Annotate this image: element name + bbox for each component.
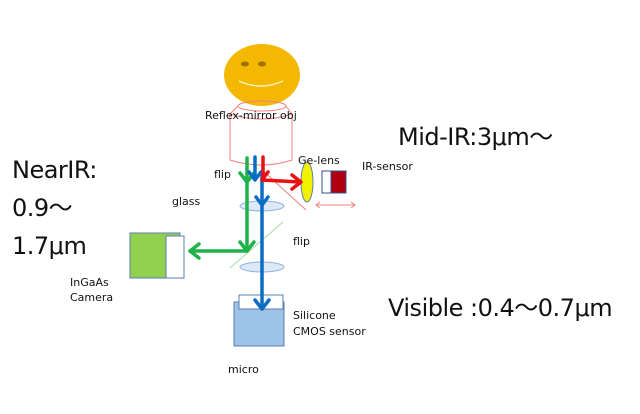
visible-beam: [247, 155, 271, 311]
ingaas-camera: [129, 232, 185, 279]
near-ir-band-line3: 1.7μm: [12, 232, 87, 260]
micro-label: micro: [228, 363, 259, 376]
glass-label: glass: [172, 195, 201, 208]
visible-band: Visible :0.4～0.7μm: [388, 294, 613, 322]
ge-lens-label: Ge-lens: [298, 154, 340, 167]
silicone-label-line2: CMOS sensor: [293, 325, 366, 338]
mid-ir-beam: [260, 155, 303, 191]
ir-sensor-label: IR-sensor: [362, 160, 413, 173]
ingaas-label-line1: InGaAs: [70, 276, 109, 289]
ir-sensor: [321, 170, 347, 194]
smiley-face-icon: [224, 44, 300, 106]
silicone-label-line1: Silicone: [293, 309, 336, 322]
mid-ir-band: Mid-IR:3μm～: [398, 123, 553, 151]
ir-sensor-movement-arrow: [315, 201, 356, 209]
near-ir-beam: [188, 156, 256, 260]
objective-label: Reflex-mirror obj: [205, 109, 297, 122]
flip-bottom-label: flip: [293, 235, 310, 248]
ge-lens: [300, 161, 314, 203]
ingaas-label-line2: Camera: [70, 291, 114, 304]
near-ir-band-line2: 0.9～: [12, 194, 73, 222]
flip-top-label: flip: [214, 168, 231, 181]
near-ir-band-line1: NearIR:: [12, 156, 97, 184]
flip-mirror-top: [261, 169, 307, 211]
flip-mirror-glass: [229, 221, 284, 269]
